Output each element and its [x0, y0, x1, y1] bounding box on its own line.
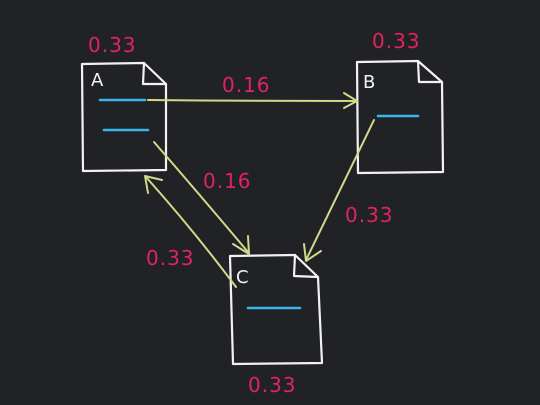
document-a-outline — [80, 61, 168, 173]
document-a-letter: A — [91, 70, 104, 91]
edge-c-to-a-arrowhead — [144, 175, 163, 194]
edge-b-to-c-weight: 0.33 — [345, 203, 394, 227]
edge-a-to-c-line — [153, 141, 249, 253]
document-c-fold — [292, 253, 320, 279]
edge-b-to-c — [303, 119, 375, 262]
edge-a-to-b-weight: 0.16 — [222, 73, 271, 97]
edge-b-to-c-line — [305, 119, 375, 261]
document-c-outline — [228, 253, 324, 366]
edge-c-to-a-line — [145, 176, 237, 288]
document-c-score: 0.33 — [248, 373, 297, 397]
edge-a-to-c — [153, 141, 250, 255]
document-b-letter: B — [363, 72, 375, 93]
edge-b-to-c-arrowhead — [303, 243, 322, 262]
document-c: C — [228, 253, 324, 366]
edge-c-to-a — [144, 175, 237, 288]
document-a: A — [80, 61, 168, 173]
document-a-score: 0.33 — [88, 33, 137, 57]
edge-a-to-b-arrowhead — [343, 92, 358, 109]
edge-c-to-a-weight: 0.33 — [146, 246, 195, 270]
document-b-fold — [416, 59, 444, 84]
document-b: B — [355, 59, 445, 175]
edge-a-to-b-line — [147, 99, 357, 102]
document-b-score: 0.33 — [372, 29, 421, 53]
edge-a-to-c-weight: 0.16 — [203, 169, 252, 193]
document-a-fold — [141, 61, 168, 86]
document-c-letter: C — [236, 267, 249, 288]
edge-a-to-c-arrowhead — [232, 235, 250, 255]
edge-a-to-b — [147, 92, 358, 109]
